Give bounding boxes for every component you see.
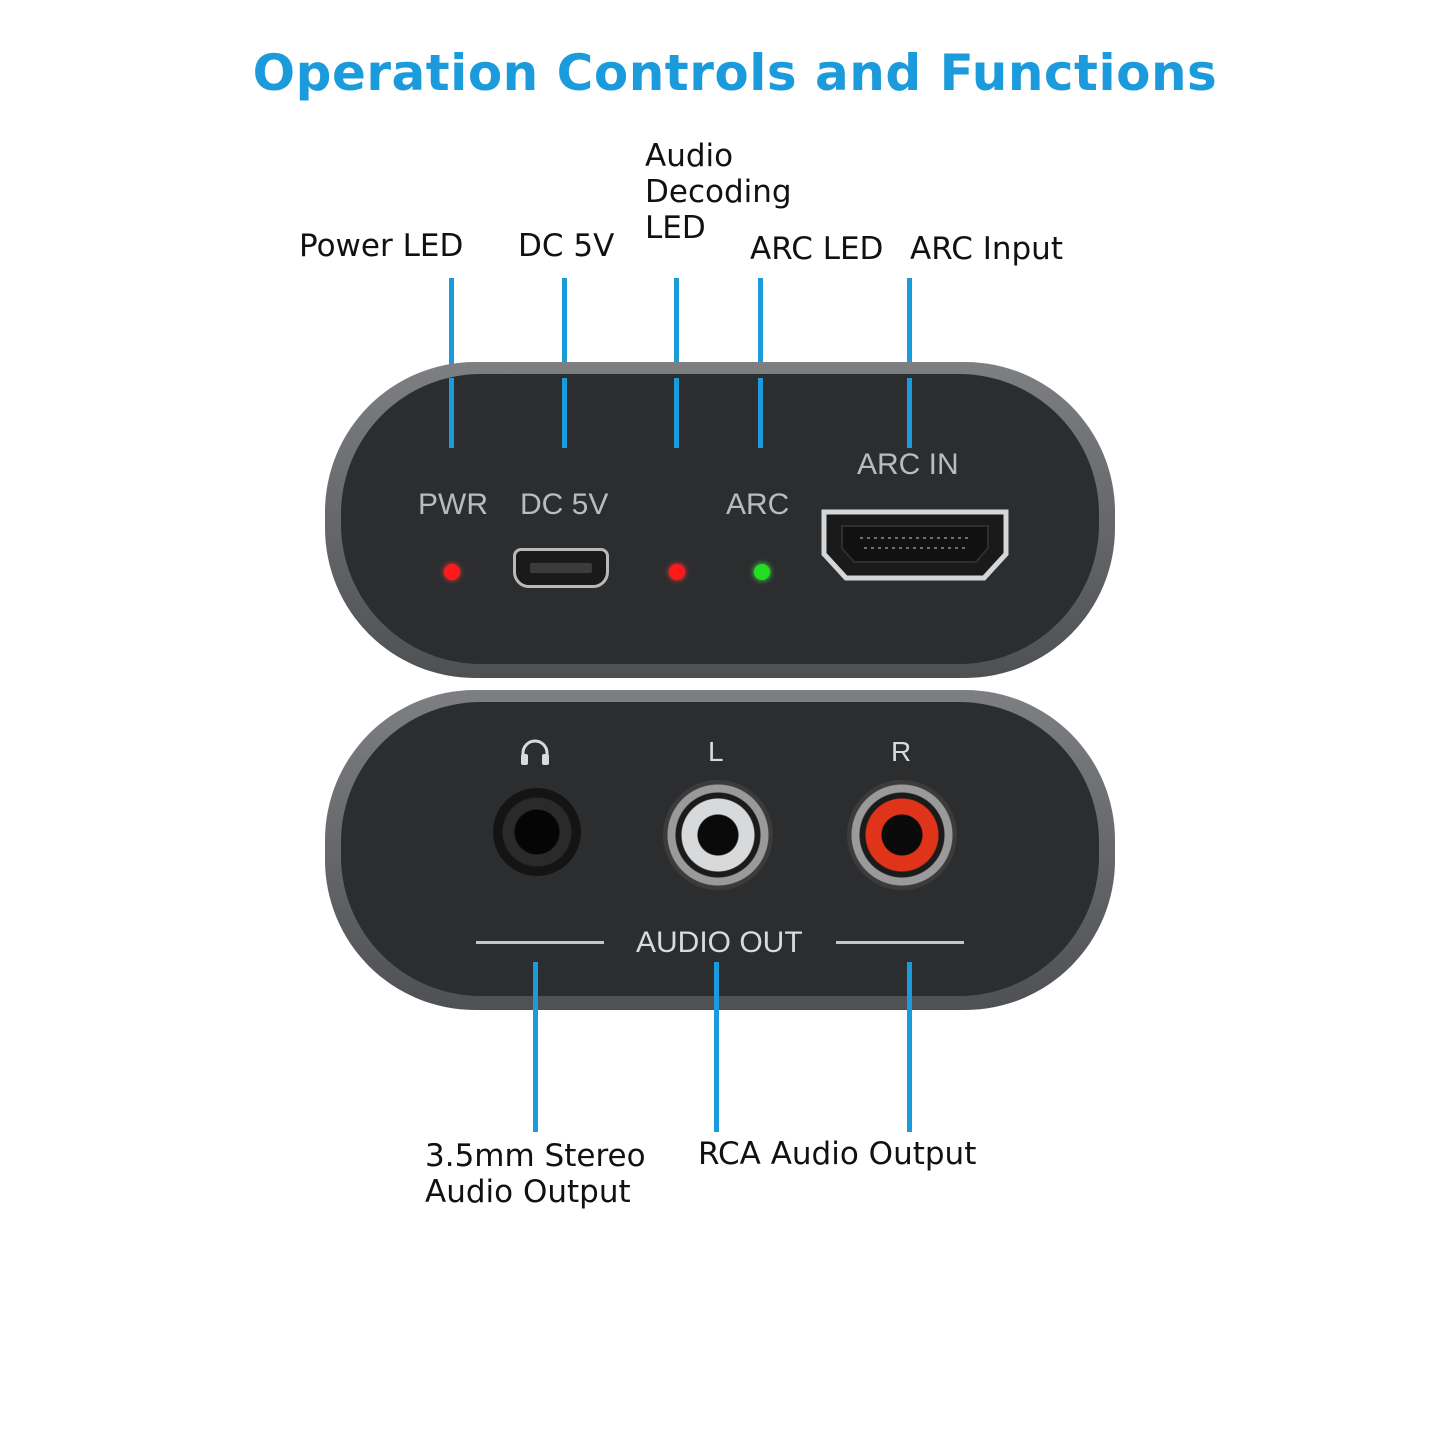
rca-left-jack — [663, 780, 773, 890]
leader-power-led-over — [449, 378, 454, 448]
callout-power-led: Power LED — [299, 228, 464, 264]
leader-dc-5v-over — [562, 378, 567, 448]
panel-label-right: R — [891, 736, 912, 767]
audio-out-line-right — [836, 941, 964, 944]
rca-right-jack — [847, 780, 957, 890]
leader-stereo-output — [533, 962, 538, 1132]
arc-led-indicator — [754, 564, 770, 580]
leader-arc-led-over — [758, 378, 763, 448]
panel-label-left: L — [708, 736, 724, 767]
callout-rca-output: RCA Audio Output — [698, 1136, 977, 1172]
leader-arc-input-over — [907, 378, 912, 448]
panel-label-audio-out: AUDIO OUT — [636, 926, 803, 959]
stereo-3-5mm-jack — [493, 788, 581, 876]
panel-label-dc5v: DC 5V — [520, 488, 609, 521]
power-led-indicator — [444, 564, 460, 580]
panel-label-pwr: PWR — [418, 488, 488, 521]
callout-audio-decoding-line-1: Audio — [645, 138, 734, 174]
callout-stereo-output-line-2: Audio Output — [425, 1174, 631, 1210]
hdmi-port — [821, 509, 1009, 581]
micro-usb-port-inner — [530, 563, 592, 573]
callout-stereo-output: 3.5mm Stereo Audio Output — [425, 1138, 646, 1210]
leader-rca-right — [907, 962, 912, 1132]
callout-audio-decoding-line-2: Decoding — [645, 174, 792, 210]
leader-audio-decoding-led-over — [674, 378, 679, 448]
callout-dc-5v: DC 5V — [518, 228, 615, 264]
callout-stereo-output-line-1: 3.5mm Stereo — [425, 1138, 646, 1174]
micro-usb-port — [513, 548, 609, 588]
callout-audio-decoding-line-3: LED — [645, 210, 706, 246]
callout-audio-decoding-led: Audio Decoding LED — [645, 138, 792, 246]
headphone-icon — [521, 739, 549, 765]
leader-rca-left — [714, 962, 719, 1132]
panel-label-arc-in: ARC IN — [857, 448, 959, 481]
audio-decoding-led-indicator — [669, 564, 685, 580]
audio-out-line-left — [476, 941, 604, 944]
callout-arc-led: ARC LED — [750, 231, 884, 267]
panel-label-arc: ARC — [726, 488, 790, 521]
page-title: Operation Controls and Functions — [252, 44, 1218, 102]
callout-arc-input: ARC Input — [910, 231, 1063, 267]
